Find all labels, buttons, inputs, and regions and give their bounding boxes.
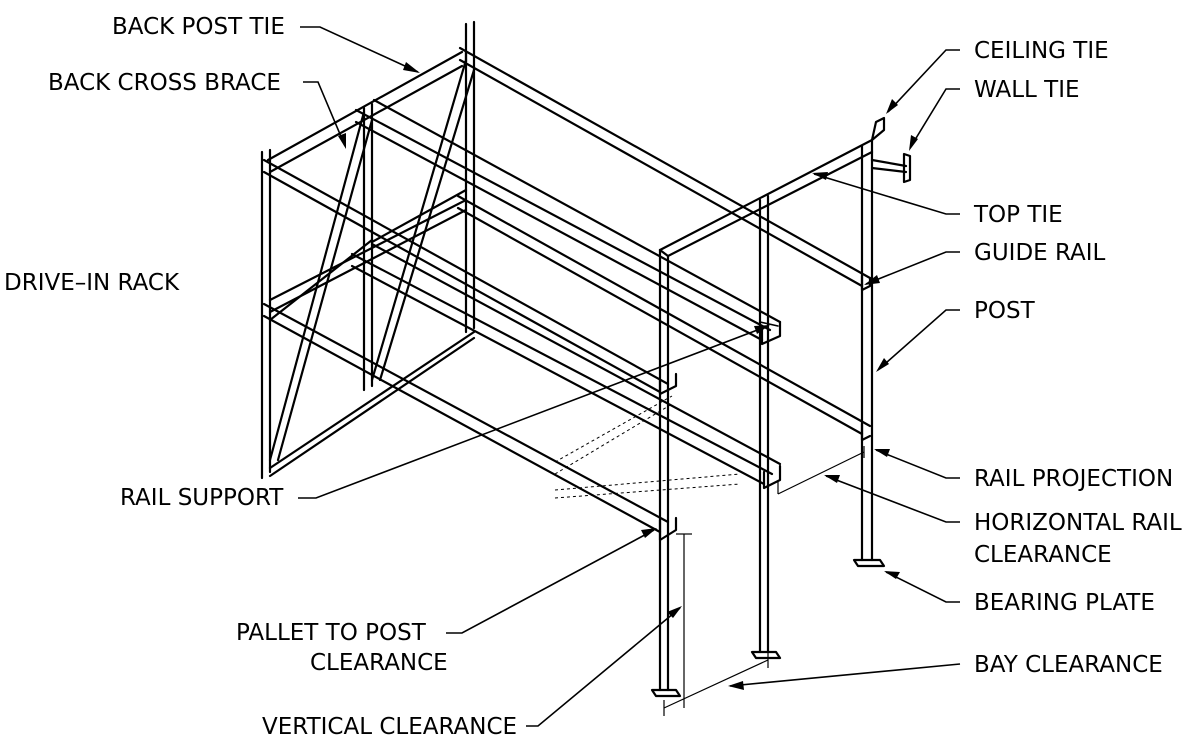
label-horizontal-rail-line1: HORIZONTAL RAIL: [974, 510, 1182, 536]
label-pallet-to-post-line1: PALLET TO POST: [236, 620, 427, 646]
label-rail-support: RAIL SUPPORT: [120, 485, 284, 511]
label-ceiling-tie: CEILING TIE: [974, 38, 1109, 64]
leader-rail-projection: [875, 449, 960, 479]
leader-bay-clearance: [729, 663, 961, 687]
leader-pallet-to-post: [446, 529, 655, 634]
cross-brace-2: [370, 58, 468, 382]
label-wall-tie: WALL TIE: [974, 77, 1080, 103]
label-top-tie: TOP TIE: [973, 202, 1063, 228]
leader-bearing-plate: [885, 571, 960, 603]
label-pallet-to-post-line2: CLEARANCE: [310, 650, 448, 676]
cross-brace-1: [268, 110, 366, 462]
leader-ceiling-tie: [887, 49, 960, 113]
front-frame: [650, 116, 912, 698]
label-back-cross-brace: BACK CROSS BRACE: [48, 70, 281, 96]
label-post: POST: [974, 298, 1036, 324]
label-bearing-plate: BEARING PLATE: [974, 590, 1155, 616]
label-horizontal-rail-line2: CLEARANCE: [974, 542, 1112, 568]
leader-top-tie: [813, 173, 960, 215]
label-bay-clearance: BAY CLEARANCE: [974, 652, 1163, 678]
label-back-post-tie: BACK POST TIE: [112, 14, 285, 40]
leader-vertical-clearance: [526, 607, 681, 727]
leader-back-post-tie: [300, 26, 419, 73]
leader-wall-tie: [909, 88, 960, 149]
pallet-outline: [554, 395, 741, 499]
label-rail-projection: RAIL PROJECTION: [974, 466, 1173, 492]
leader-rail-support: [298, 325, 769, 499]
leader-back-cross-brace: [303, 81, 346, 147]
label-guide-rail: GUIDE RAIL: [974, 240, 1106, 266]
guide-rails: [262, 46, 872, 542]
leader-guide-rail: [865, 251, 960, 285]
back-frame: [260, 20, 476, 480]
leader-post: [877, 309, 960, 371]
dimension-marks: [663, 446, 865, 716]
label-vertical-clearance: VERTICAL CLEARANCE: [262, 714, 517, 738]
leader-horizontal-rail: [825, 475, 960, 523]
label-drive-in-rack: DRIVE–IN RACK: [4, 270, 180, 296]
